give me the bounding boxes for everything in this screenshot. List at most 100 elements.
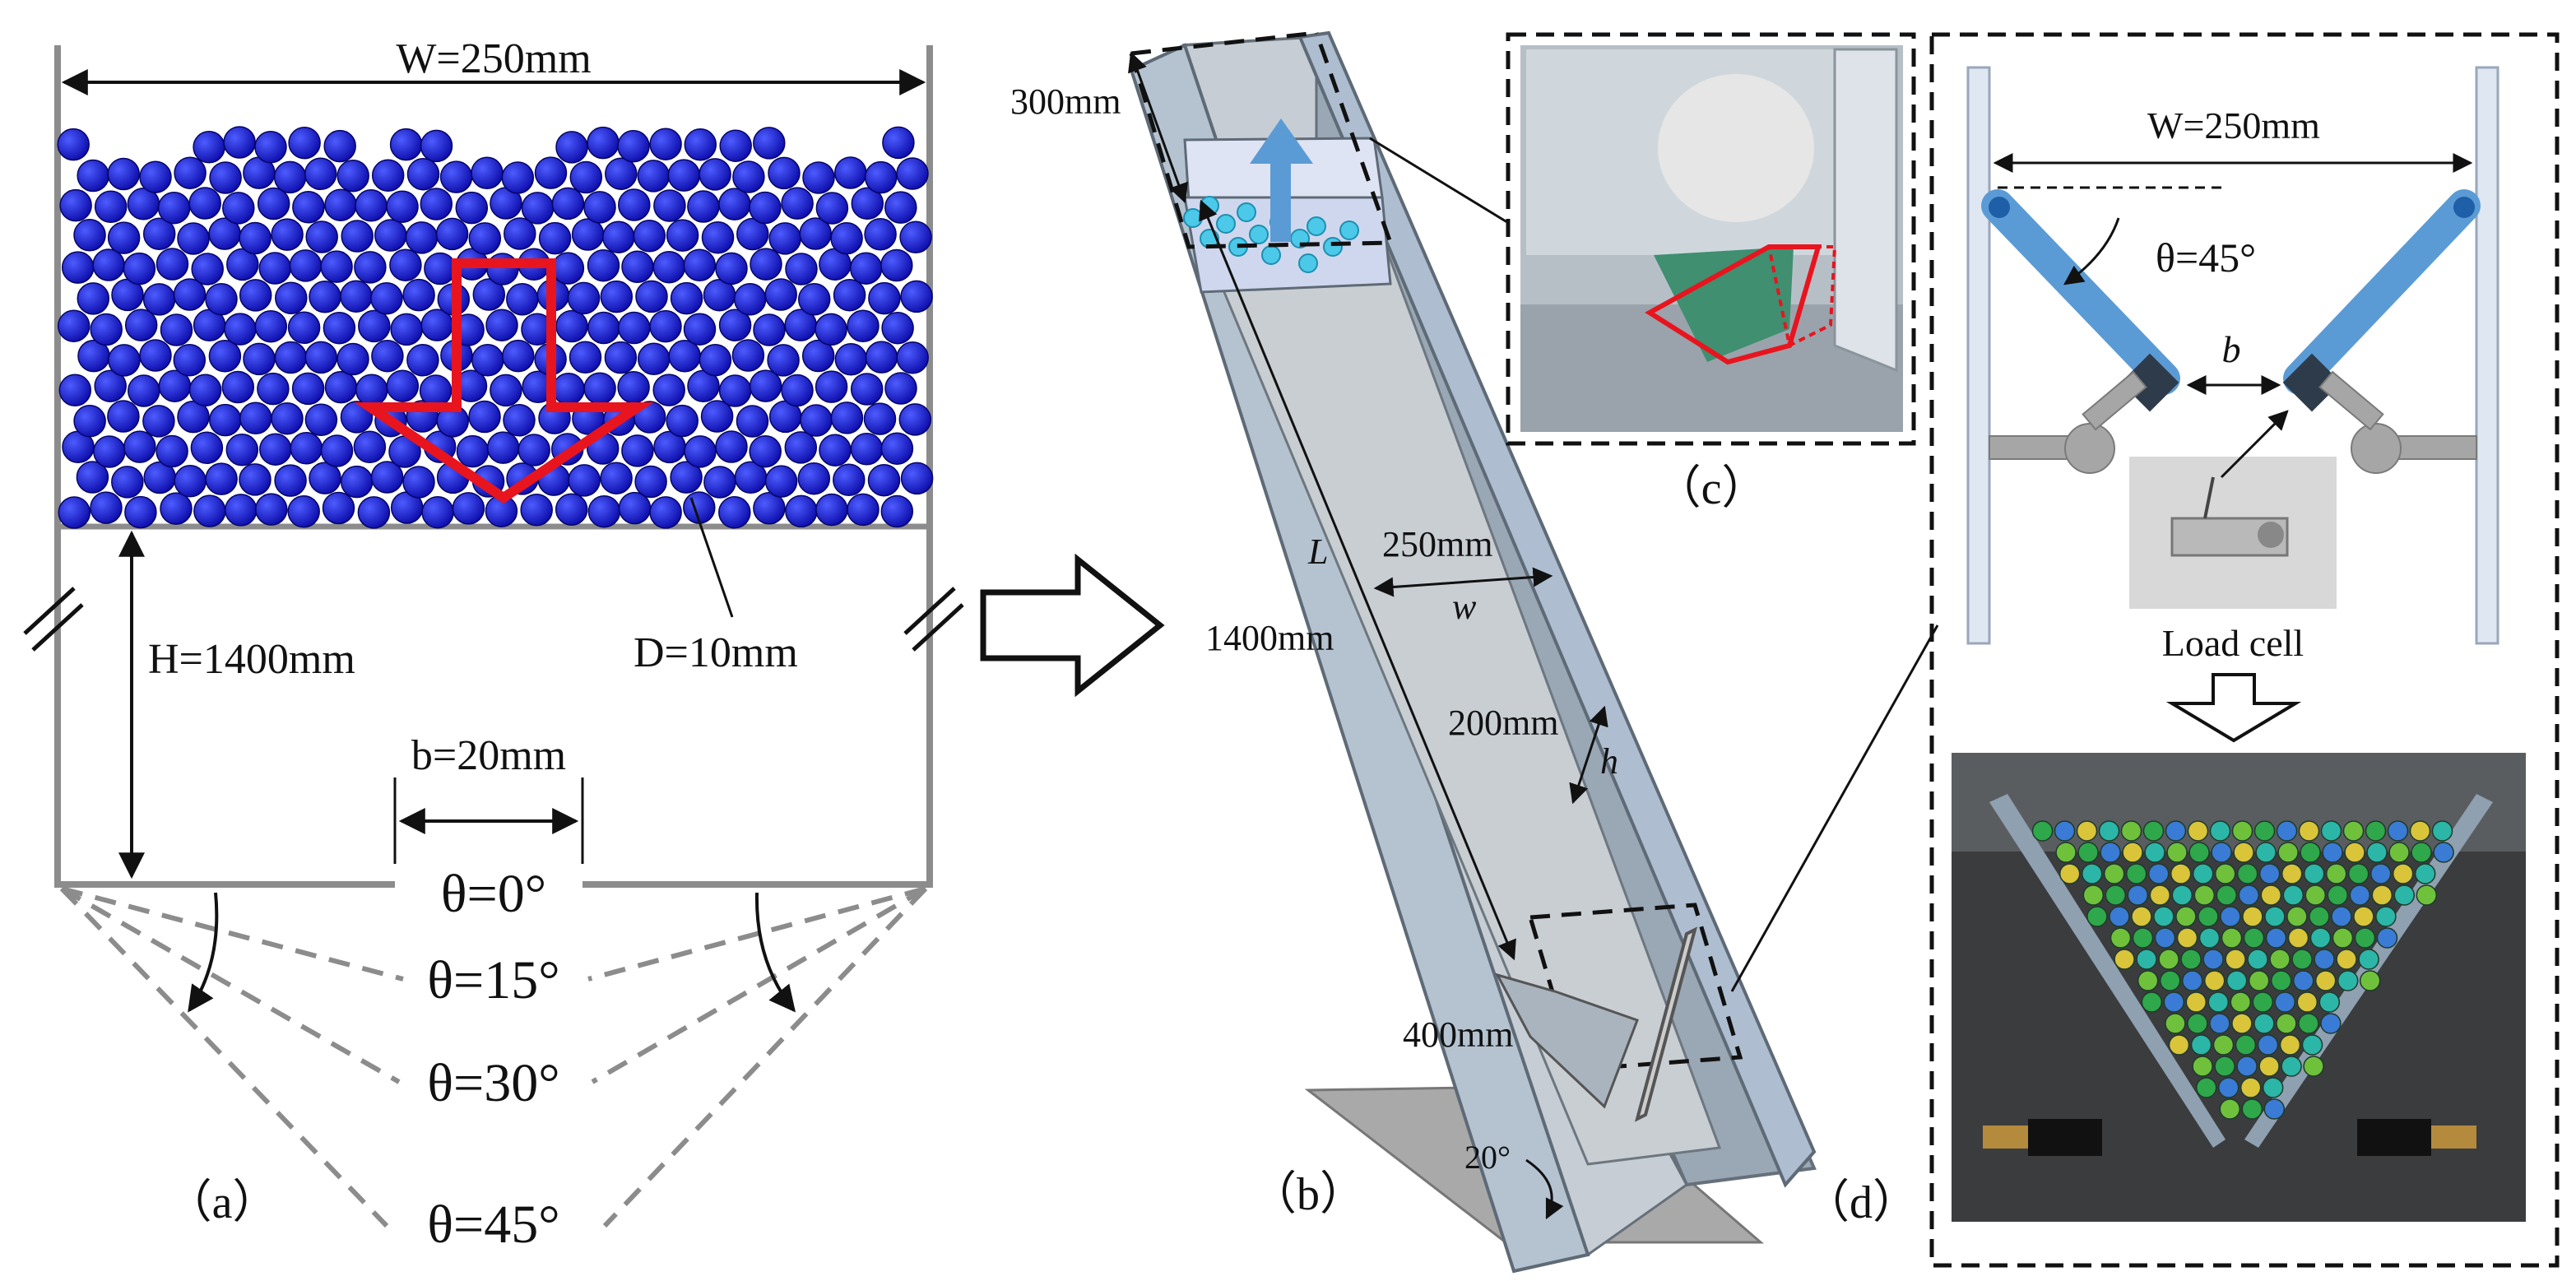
sphere <box>652 250 686 284</box>
marble <box>2238 884 2260 906</box>
marble <box>2309 906 2330 927</box>
caption-a: （a） <box>166 1177 279 1228</box>
feed-bead <box>1183 208 1203 228</box>
sphere <box>555 131 588 164</box>
sphere <box>108 344 141 377</box>
sphere <box>583 372 616 405</box>
marble <box>2153 906 2175 927</box>
sphere <box>305 220 338 253</box>
marble <box>2142 820 2165 842</box>
feed-bead <box>1261 245 1281 265</box>
sphere <box>670 281 703 315</box>
marble <box>2411 842 2432 863</box>
sphere <box>718 496 751 529</box>
marble <box>2165 820 2187 842</box>
dim-300-label: 300mm <box>1010 81 1121 122</box>
sphere <box>139 339 172 372</box>
marble <box>2221 927 2243 949</box>
marble <box>2359 970 2381 991</box>
marble <box>2388 842 2410 863</box>
sphere <box>76 461 109 494</box>
sphere <box>324 370 358 404</box>
sphere <box>815 493 848 527</box>
dim-w-label: w <box>1452 587 1477 627</box>
sphere <box>653 189 686 222</box>
sphere <box>208 340 242 373</box>
sphere <box>337 159 369 193</box>
sphere <box>320 250 353 283</box>
sphere <box>287 311 321 345</box>
marble <box>2291 949 2313 970</box>
right-rotation-arrow <box>754 892 796 1013</box>
sphere <box>239 463 272 496</box>
sphere <box>209 403 242 437</box>
sphere <box>304 341 338 374</box>
sphere <box>850 433 884 466</box>
photo-c-red-dotted <box>1766 245 1837 348</box>
sphere <box>880 494 914 528</box>
marble <box>2235 1034 2257 1056</box>
sphere <box>666 219 699 252</box>
sphere <box>94 369 127 402</box>
sphere <box>551 252 585 285</box>
marble <box>2233 842 2254 863</box>
marble <box>2354 927 2376 949</box>
marble <box>2198 927 2221 949</box>
sphere <box>257 187 290 220</box>
marble <box>2376 927 2398 949</box>
particle-diameter-label: D=10mm <box>634 629 798 676</box>
sphere <box>386 369 420 402</box>
d-down-arrow <box>2165 673 2302 743</box>
sphere <box>273 160 307 194</box>
sphere <box>670 461 703 494</box>
sphere <box>355 189 388 222</box>
sphere <box>73 219 106 252</box>
silo-width-label: W=250mm <box>396 35 591 82</box>
sphere <box>191 253 224 285</box>
sphere <box>354 251 387 284</box>
marble <box>2100 842 2121 863</box>
sphere <box>502 339 535 373</box>
sphere <box>571 218 605 251</box>
lift-arrow <box>1250 118 1313 242</box>
marble <box>2393 884 2416 906</box>
marble <box>2369 863 2392 884</box>
sphere <box>867 463 901 497</box>
marble <box>2082 884 2105 906</box>
sphere <box>617 129 650 163</box>
marble <box>2300 842 2321 863</box>
sphere <box>683 248 717 282</box>
sphere <box>784 431 818 464</box>
marble <box>2265 927 2287 949</box>
marble <box>2262 1077 2284 1098</box>
sphere <box>90 491 123 524</box>
marble <box>2103 863 2125 884</box>
sphere <box>834 156 867 189</box>
sphere <box>386 190 419 223</box>
sphere <box>374 219 407 252</box>
marble <box>2125 863 2147 884</box>
marble <box>2055 842 2077 863</box>
sphere <box>847 493 880 527</box>
sphere <box>551 187 585 220</box>
sphere <box>538 221 572 255</box>
sphere <box>291 372 325 406</box>
sphere <box>420 129 453 163</box>
sphere <box>223 126 256 159</box>
marble <box>2137 970 2159 991</box>
sphere <box>634 465 667 499</box>
sphere <box>587 311 620 345</box>
sphere <box>271 401 304 435</box>
sphere <box>225 494 258 527</box>
sphere <box>849 252 883 285</box>
marble <box>2281 1056 2302 1077</box>
marble <box>2320 820 2342 842</box>
sphere <box>569 341 602 374</box>
sphere <box>77 282 110 315</box>
marble <box>2225 949 2246 970</box>
silo-height-label: H=1400mm <box>148 636 355 683</box>
sphere <box>618 491 652 525</box>
marble <box>2077 842 2099 863</box>
marble <box>2337 970 2359 991</box>
